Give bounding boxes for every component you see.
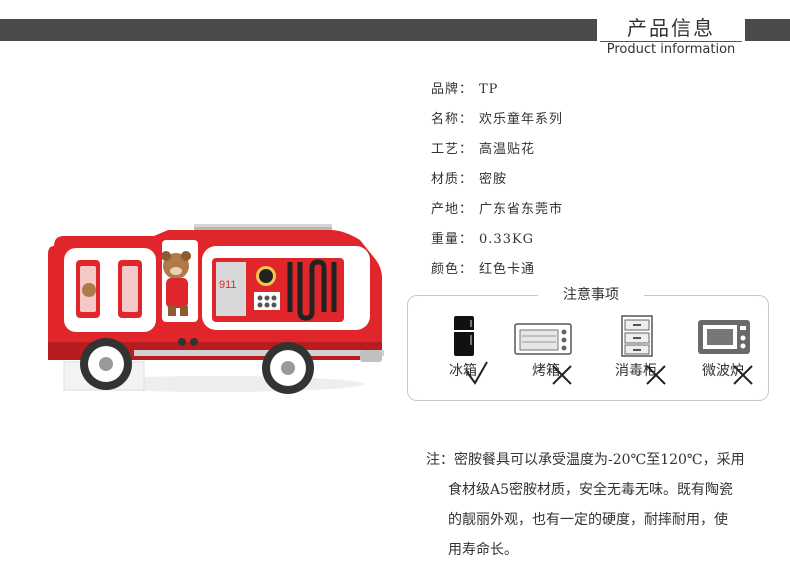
info-label: 品牌： [431,82,474,97]
header-bar-left [0,19,597,41]
usage-notices-box: 冰箱 烤箱 [407,295,769,401]
section-subtitle: Product information [606,42,736,57]
material-note: 注：密胺餐具可以承受温度为-20℃至120℃，采用 食材级A5密胺材质，安全无毒… [426,445,756,565]
info-value: 欢乐童年系列 [479,112,564,127]
info-value: 0.33KG [479,232,535,247]
info-label: 材质： [431,172,474,187]
section-title: 产品信息 [627,16,715,40]
check-icon [464,360,490,386]
notice-item-microwave: 微波炉 [688,314,758,385]
info-value: 广东省东莞市 [479,202,564,217]
info-label: 重量： [431,232,474,247]
notice-label: 微波炉 [702,363,744,379]
info-row-color: 颜色： 红色卡通 [431,260,731,290]
note-line: 食材级A5密胺材质，安全无毒无味。既有陶瓷 [448,482,734,498]
note-line: 的靓丽外观，也有一定的硬度，耐摔耐用，使 [448,512,728,528]
note-line: 用寿命长。 [448,542,518,558]
info-row-name: 名称： 欢乐童年系列 [431,110,731,140]
notice-item-sterilizer-cabinet: 消毒柜 [601,314,671,385]
notice-label: 消毒柜 [615,363,657,379]
info-label: 工艺： [431,142,474,157]
cross-icon [551,364,577,390]
title-underline [600,41,742,42]
info-row-origin: 产地： 广东省东莞市 [431,200,731,230]
cross-icon [645,364,671,390]
notices-title: 注意事项 [538,284,644,306]
info-row-craft: 工艺： 高温贴花 [431,140,731,170]
info-label: 名称： [431,112,474,127]
info-value: 密胺 [479,172,508,187]
note-line: 注：密胺餐具可以承受温度为-20℃至120℃，采用 [426,452,745,468]
cross-icon [732,364,758,390]
product-info-list: 品牌：TP 名称：欢乐童年系列 工艺：高温贴花 材质：密胺 产地：广东省东莞市 … [431,80,731,290]
notice-item-fridge: 冰箱 [428,314,498,386]
header-bar-right [745,19,790,41]
info-row-weight: 重量： 0.33KG [431,230,731,260]
info-row-brand: 品牌： TP [431,80,731,110]
product-image-fire-truck-plate: 911 [44,218,384,398]
info-value: 红色卡通 [479,262,536,277]
truck-plate-number: 911 [219,279,237,291]
microwave-icon [694,314,754,358]
notice-item-oven: 烤箱 [511,314,581,385]
sterilizer-cabinet-icon [613,314,659,358]
info-value: TP [479,82,499,97]
info-label: 产地： [431,202,474,217]
oven-icon [511,314,575,358]
info-value: 高温贴花 [479,142,536,157]
info-label: 颜色： [431,262,474,277]
fridge-icon [440,314,486,358]
info-row-material: 材质： 密胺 [431,170,731,200]
